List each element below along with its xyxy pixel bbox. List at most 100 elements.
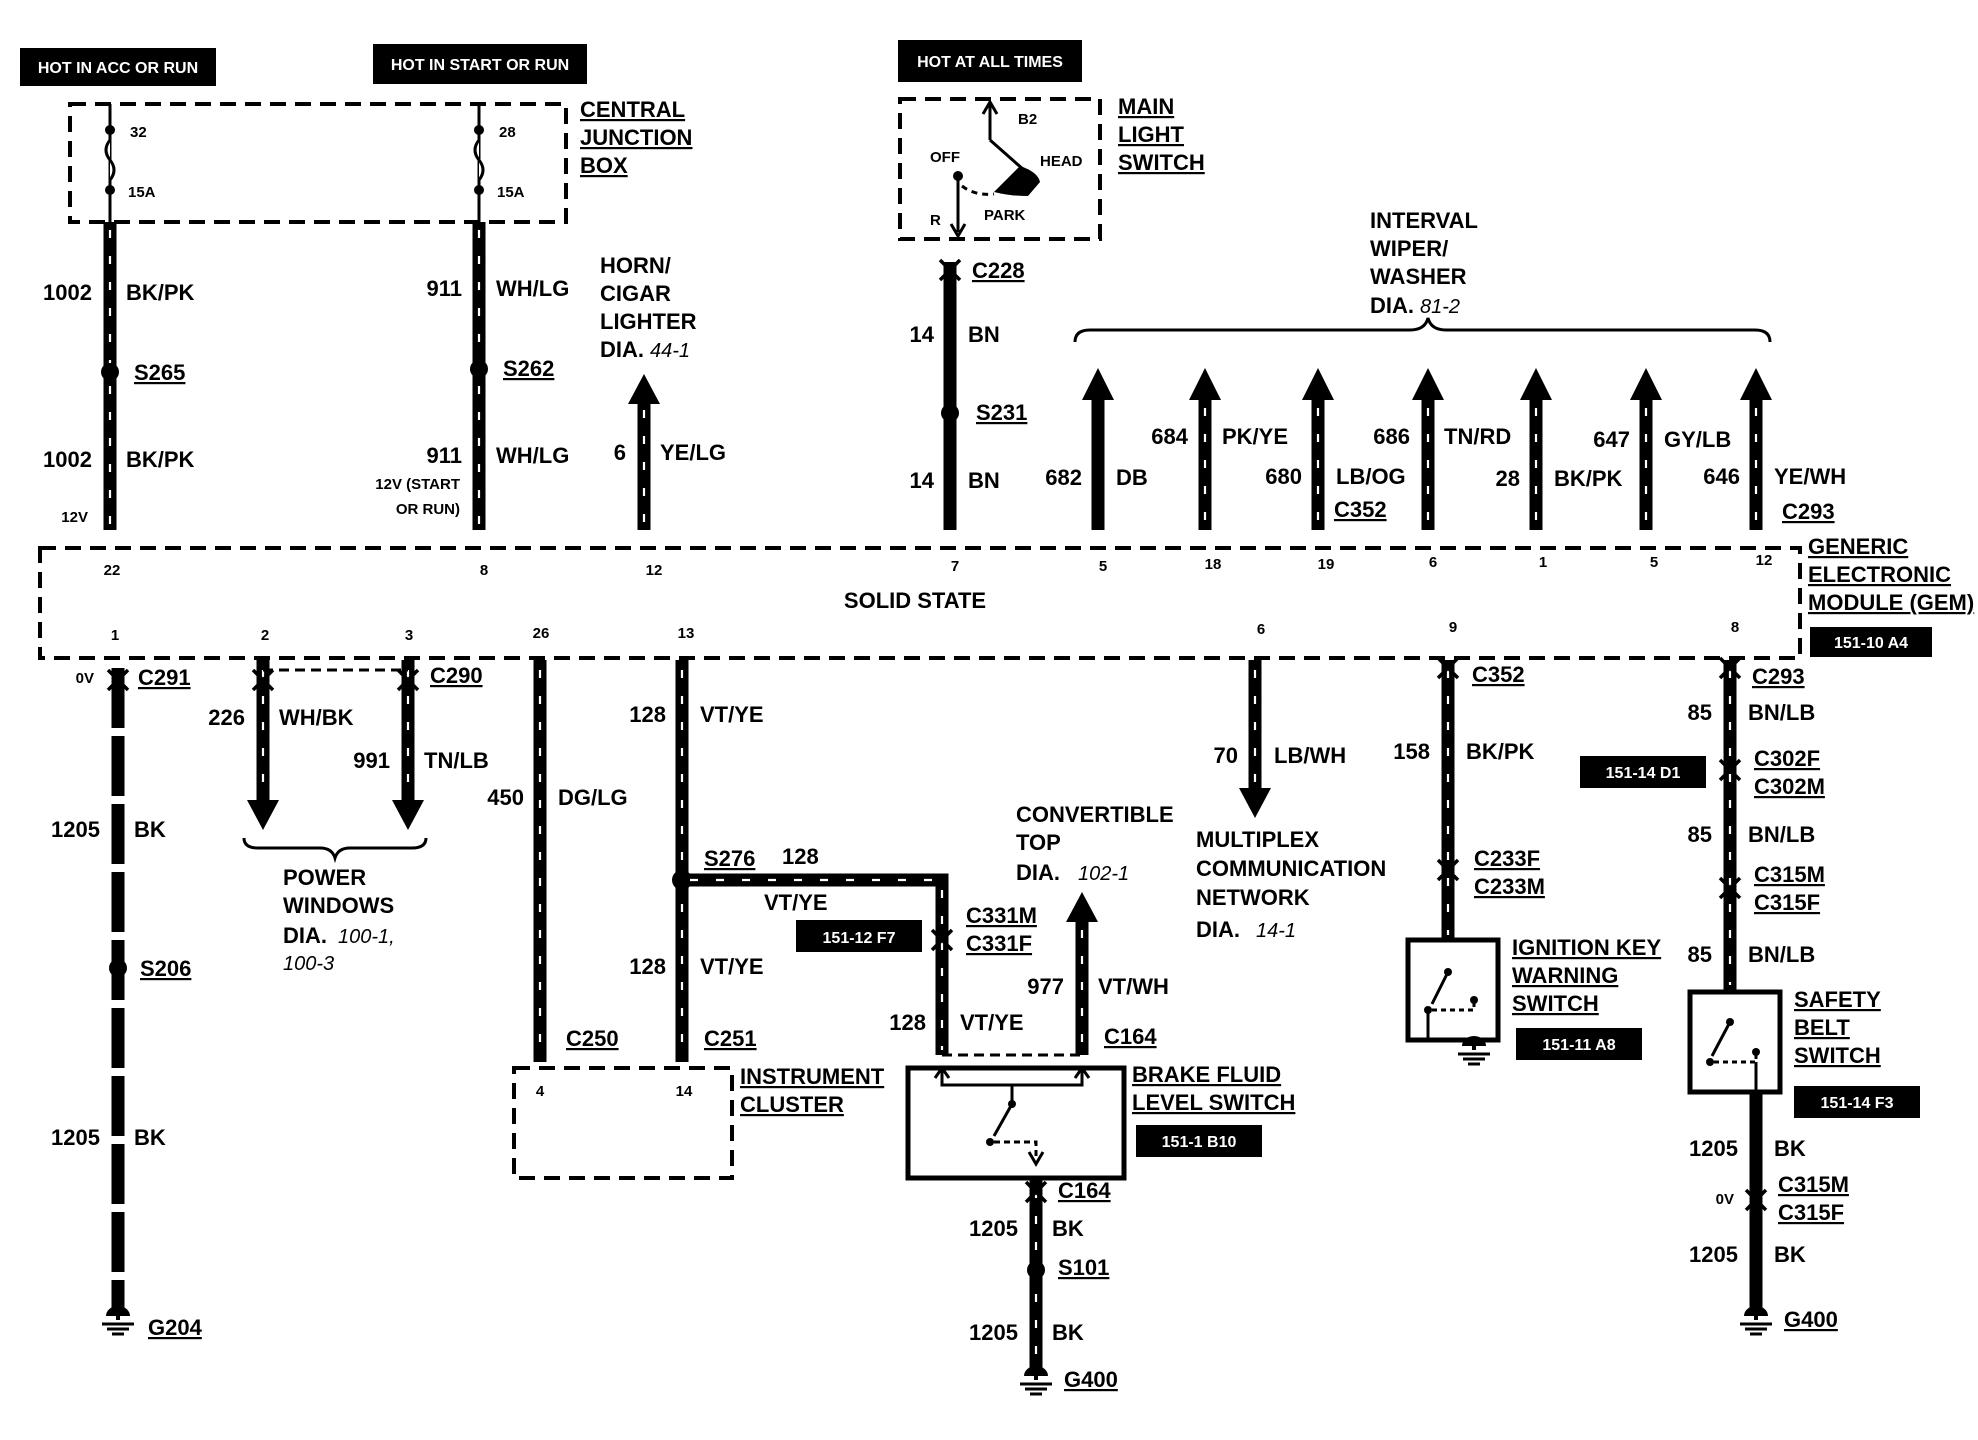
multiplex-network: 70 LB/WH MULTIPLEX COMMUNICATION NETWORK… — [1196, 660, 1386, 942]
svg-text:646: 646 — [1703, 464, 1740, 489]
svg-text:C331M: C331M — [966, 903, 1037, 928]
svg-text:GENERIC: GENERIC — [1808, 534, 1908, 559]
svg-text:MAIN: MAIN — [1118, 94, 1174, 119]
svg-text:IGNITION KEY: IGNITION KEY — [1512, 935, 1661, 960]
svg-text:BK: BK — [1774, 1242, 1806, 1267]
svg-text:12V (START: 12V (START — [375, 476, 460, 493]
svg-text:B2: B2 — [1018, 111, 1037, 128]
svg-text:0V: 0V — [76, 670, 94, 687]
svg-text:S265: S265 — [134, 360, 185, 385]
svg-text:BK: BK — [1052, 1216, 1084, 1241]
svg-text:WH/LG: WH/LG — [496, 276, 569, 301]
svg-text:BN/LB: BN/LB — [1748, 942, 1815, 967]
svg-text:S276: S276 — [704, 846, 755, 871]
main-light-switch: B2 OFF HEAD PARK R MAIN LIGHT SWITCH — [898, 94, 1205, 241]
svg-text:8: 8 — [1731, 619, 1739, 636]
svg-text:PARK: PARK — [984, 207, 1026, 224]
svg-text:6: 6 — [1429, 554, 1437, 571]
svg-text:CONVERTIBLE: CONVERTIBLE — [1016, 802, 1174, 827]
svg-text:C164: C164 — [1104, 1024, 1157, 1049]
svg-text:TOP: TOP — [1016, 830, 1061, 855]
svg-text:128: 128 — [629, 702, 666, 727]
svg-text:S101: S101 — [1058, 1255, 1109, 1280]
svg-text:1205: 1205 — [51, 817, 100, 842]
svg-text:C293: C293 — [1752, 664, 1805, 689]
wire-6-horn: HORN/ CIGAR LIGHTER DIA. 44-1 6 YE/LG — [600, 253, 726, 530]
svg-text:SOLID STATE: SOLID STATE — [844, 588, 986, 613]
svg-text:9: 9 — [1449, 619, 1457, 636]
svg-text:1205: 1205 — [1689, 1136, 1738, 1161]
svg-text:S206: S206 — [140, 956, 191, 981]
gem-module: SOLID STATE GENERIC ELECTRONIC MODULE (G… — [38, 534, 1974, 660]
svg-text:BOX: BOX — [580, 153, 628, 178]
svg-text:COMMUNICATION: COMMUNICATION — [1196, 856, 1386, 881]
svg-text:682: 682 — [1045, 465, 1082, 490]
svg-text:POWER: POWER — [283, 865, 366, 890]
svg-text:102-1: 102-1 — [1078, 863, 1129, 885]
svg-text:1002: 1002 — [43, 447, 92, 472]
svg-text:977: 977 — [1027, 974, 1064, 999]
svg-text:HORN/: HORN/ — [600, 253, 671, 278]
svg-text:100-3: 100-3 — [283, 953, 334, 975]
svg-text:158: 158 — [1393, 739, 1430, 764]
svg-text:OR RUN): OR RUN) — [396, 501, 460, 518]
svg-text:28: 28 — [1496, 466, 1520, 491]
svg-text:LIGHT: LIGHT — [1118, 122, 1185, 147]
svg-text:VT/WH: VT/WH — [1098, 974, 1169, 999]
svg-text:151-14 F3: 151-14 F3 — [1821, 1095, 1894, 1112]
wiper-wires: 682 DB 684 PK/YE 680 LB/OG C352 686 TN/R… — [1045, 368, 1846, 530]
svg-text:NETWORK: NETWORK — [1196, 885, 1310, 910]
svg-text:G400: G400 — [1064, 1367, 1118, 1392]
svg-text:SWITCH: SWITCH — [1794, 1043, 1881, 1068]
svg-text:S231: S231 — [976, 400, 1027, 425]
svg-text:C302F: C302F — [1754, 746, 1820, 771]
svg-text:4: 4 — [536, 1083, 545, 1100]
svg-text:TN/LB: TN/LB — [424, 748, 489, 773]
svg-text:15A: 15A — [128, 184, 156, 201]
svg-text:1205: 1205 — [1689, 1242, 1738, 1267]
svg-text:BN/LB: BN/LB — [1748, 700, 1815, 725]
svg-text:C315M: C315M — [1778, 1172, 1849, 1197]
svg-text:WH/BK: WH/BK — [279, 705, 354, 730]
svg-text:YE/WH: YE/WH — [1774, 464, 1846, 489]
svg-text:450: 450 — [487, 785, 524, 810]
svg-text:GY/LB: GY/LB — [1664, 427, 1731, 452]
svg-text:14: 14 — [676, 1083, 693, 1100]
svg-text:C293: C293 — [1782, 499, 1835, 524]
svg-text:32: 32 — [130, 124, 147, 141]
svg-text:MODULE (GEM): MODULE (GEM) — [1808, 590, 1974, 615]
svg-text:C315F: C315F — [1754, 890, 1820, 915]
svg-text:151-11 A8: 151-11 A8 — [1542, 1037, 1615, 1054]
svg-text:INSTRUMENT: INSTRUMENT — [740, 1064, 885, 1089]
svg-text:WARNING: WARNING — [1512, 963, 1618, 988]
svg-text:HOT IN ACC OR RUN: HOT IN ACC OR RUN — [38, 60, 198, 77]
central-junction-box: 32 15A 28 15A CENTRAL JUNCTION BOX — [68, 97, 692, 224]
svg-text:VT/YE: VT/YE — [764, 890, 828, 915]
svg-text:DG/LG: DG/LG — [558, 785, 628, 810]
svg-text:85: 85 — [1688, 700, 1712, 725]
svg-text:HOT IN START OR RUN: HOT IN START OR RUN — [391, 57, 569, 74]
svg-text:G204: G204 — [148, 1315, 203, 1340]
svg-text:151-12 F7: 151-12 F7 — [823, 930, 896, 947]
wire-911: 911 WH/LG S262 911 WH/LG 12V (START OR R… — [375, 222, 569, 530]
svg-text:911: 911 — [427, 443, 463, 468]
svg-text:BK/PK: BK/PK — [126, 447, 195, 472]
svg-text:WIPER/: WIPER/ — [1370, 236, 1448, 261]
interval-wiper-washer: INTERVAL WIPER/ WASHER DIA. 81-2 — [1073, 208, 1772, 343]
svg-text:C315M: C315M — [1754, 862, 1825, 887]
wire-1205-g204: 0V C291 1205 BK S206 1205 BK G204 — [51, 665, 203, 1340]
svg-text:14: 14 — [910, 468, 935, 493]
svg-text:DIA.: DIA. — [283, 923, 327, 948]
svg-text:14: 14 — [910, 322, 935, 347]
wire-1002: 1002 BK/PK S265 1002 BK/PK 12V — [43, 222, 195, 530]
svg-text:BN: BN — [968, 468, 1000, 493]
svg-text:C233F: C233F — [1474, 846, 1540, 871]
svg-text:26: 26 — [533, 625, 550, 642]
svg-text:151-1 B10: 151-1 B10 — [1162, 1134, 1237, 1151]
svg-text:0V: 0V — [1716, 1191, 1734, 1208]
svg-text:G400: G400 — [1784, 1307, 1838, 1332]
svg-text:128: 128 — [782, 844, 819, 869]
svg-text:28: 28 — [499, 124, 516, 141]
svg-text:1: 1 — [1539, 554, 1547, 571]
